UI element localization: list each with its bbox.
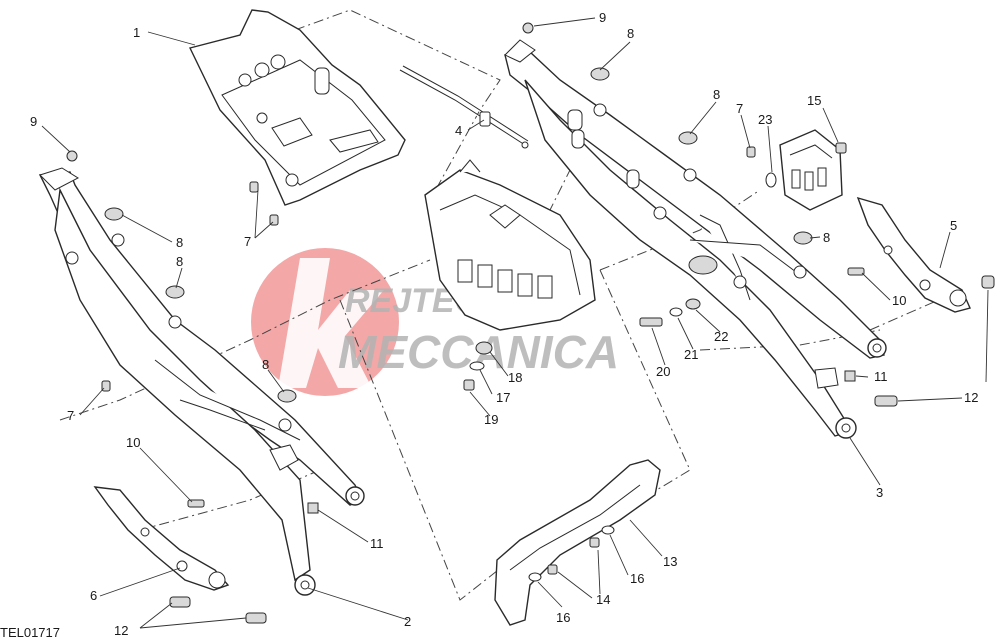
battery-box [424,159,596,331]
part-4-cable-tie [399,65,529,149]
callout-1: 1 [133,25,140,40]
part-23-regulator [765,129,843,211]
callout-19: 19 [484,412,498,427]
callout-12b: 12 [114,623,128,638]
callout-7b: 7 [67,408,74,423]
callout-8d: 8 [176,235,183,250]
callout-11a: 11 [874,369,888,384]
grommet-8d [104,207,124,221]
drawing-code: TEL01717 [0,625,60,640]
callout-8b: 8 [713,87,720,102]
callout-7a: 7 [244,234,251,249]
grommet-8f [277,389,297,403]
callout-14: 14 [596,592,610,607]
callout-22: 22 [714,329,728,344]
grommet-8b [678,131,698,145]
callout-9a: 9 [599,10,606,25]
callout-18: 18 [508,370,522,385]
callout-16b: 16 [556,610,570,625]
callout-10b: 10 [126,435,140,450]
callout-labels: 1 2 3 4 5 6 7 7 7 8 8 8 8 8 8 9 9 10 10 … [30,10,978,638]
callout-15: 15 [807,93,821,108]
callout-10a: 10 [892,293,906,308]
part-5-right-bracket [856,196,971,313]
callout-8a: 8 [627,26,634,41]
part-13-tail-cover [494,459,661,626]
grommet-8a [590,67,610,81]
callout-11b: 11 [370,536,384,551]
callout-6: 6 [90,588,97,603]
callout-3: 3 [876,485,883,500]
callout-8f: 8 [262,357,269,372]
grommet-8c [793,231,813,245]
callout-8e: 8 [176,254,183,269]
part-3-right-subframe [504,39,887,439]
callout-13: 13 [663,554,677,569]
callout-21: 21 [684,347,698,362]
callout-17: 17 [496,390,510,405]
callout-9b: 9 [30,114,37,129]
callout-4: 4 [455,123,462,138]
leader-lines [41,17,989,629]
grommet-8e [165,285,185,299]
callout-23: 23 [758,112,772,127]
callout-16a: 16 [630,571,644,586]
callout-7c: 7 [736,101,743,116]
part-2-left-subframe [38,167,365,596]
callout-2: 2 [404,614,411,629]
part-1-mudguard-tray [188,9,406,206]
callout-20: 20 [656,364,670,379]
callout-5: 5 [950,218,957,233]
callout-8c: 8 [823,230,830,245]
callout-12a: 12 [964,390,978,405]
hardware-pieces [66,22,995,624]
